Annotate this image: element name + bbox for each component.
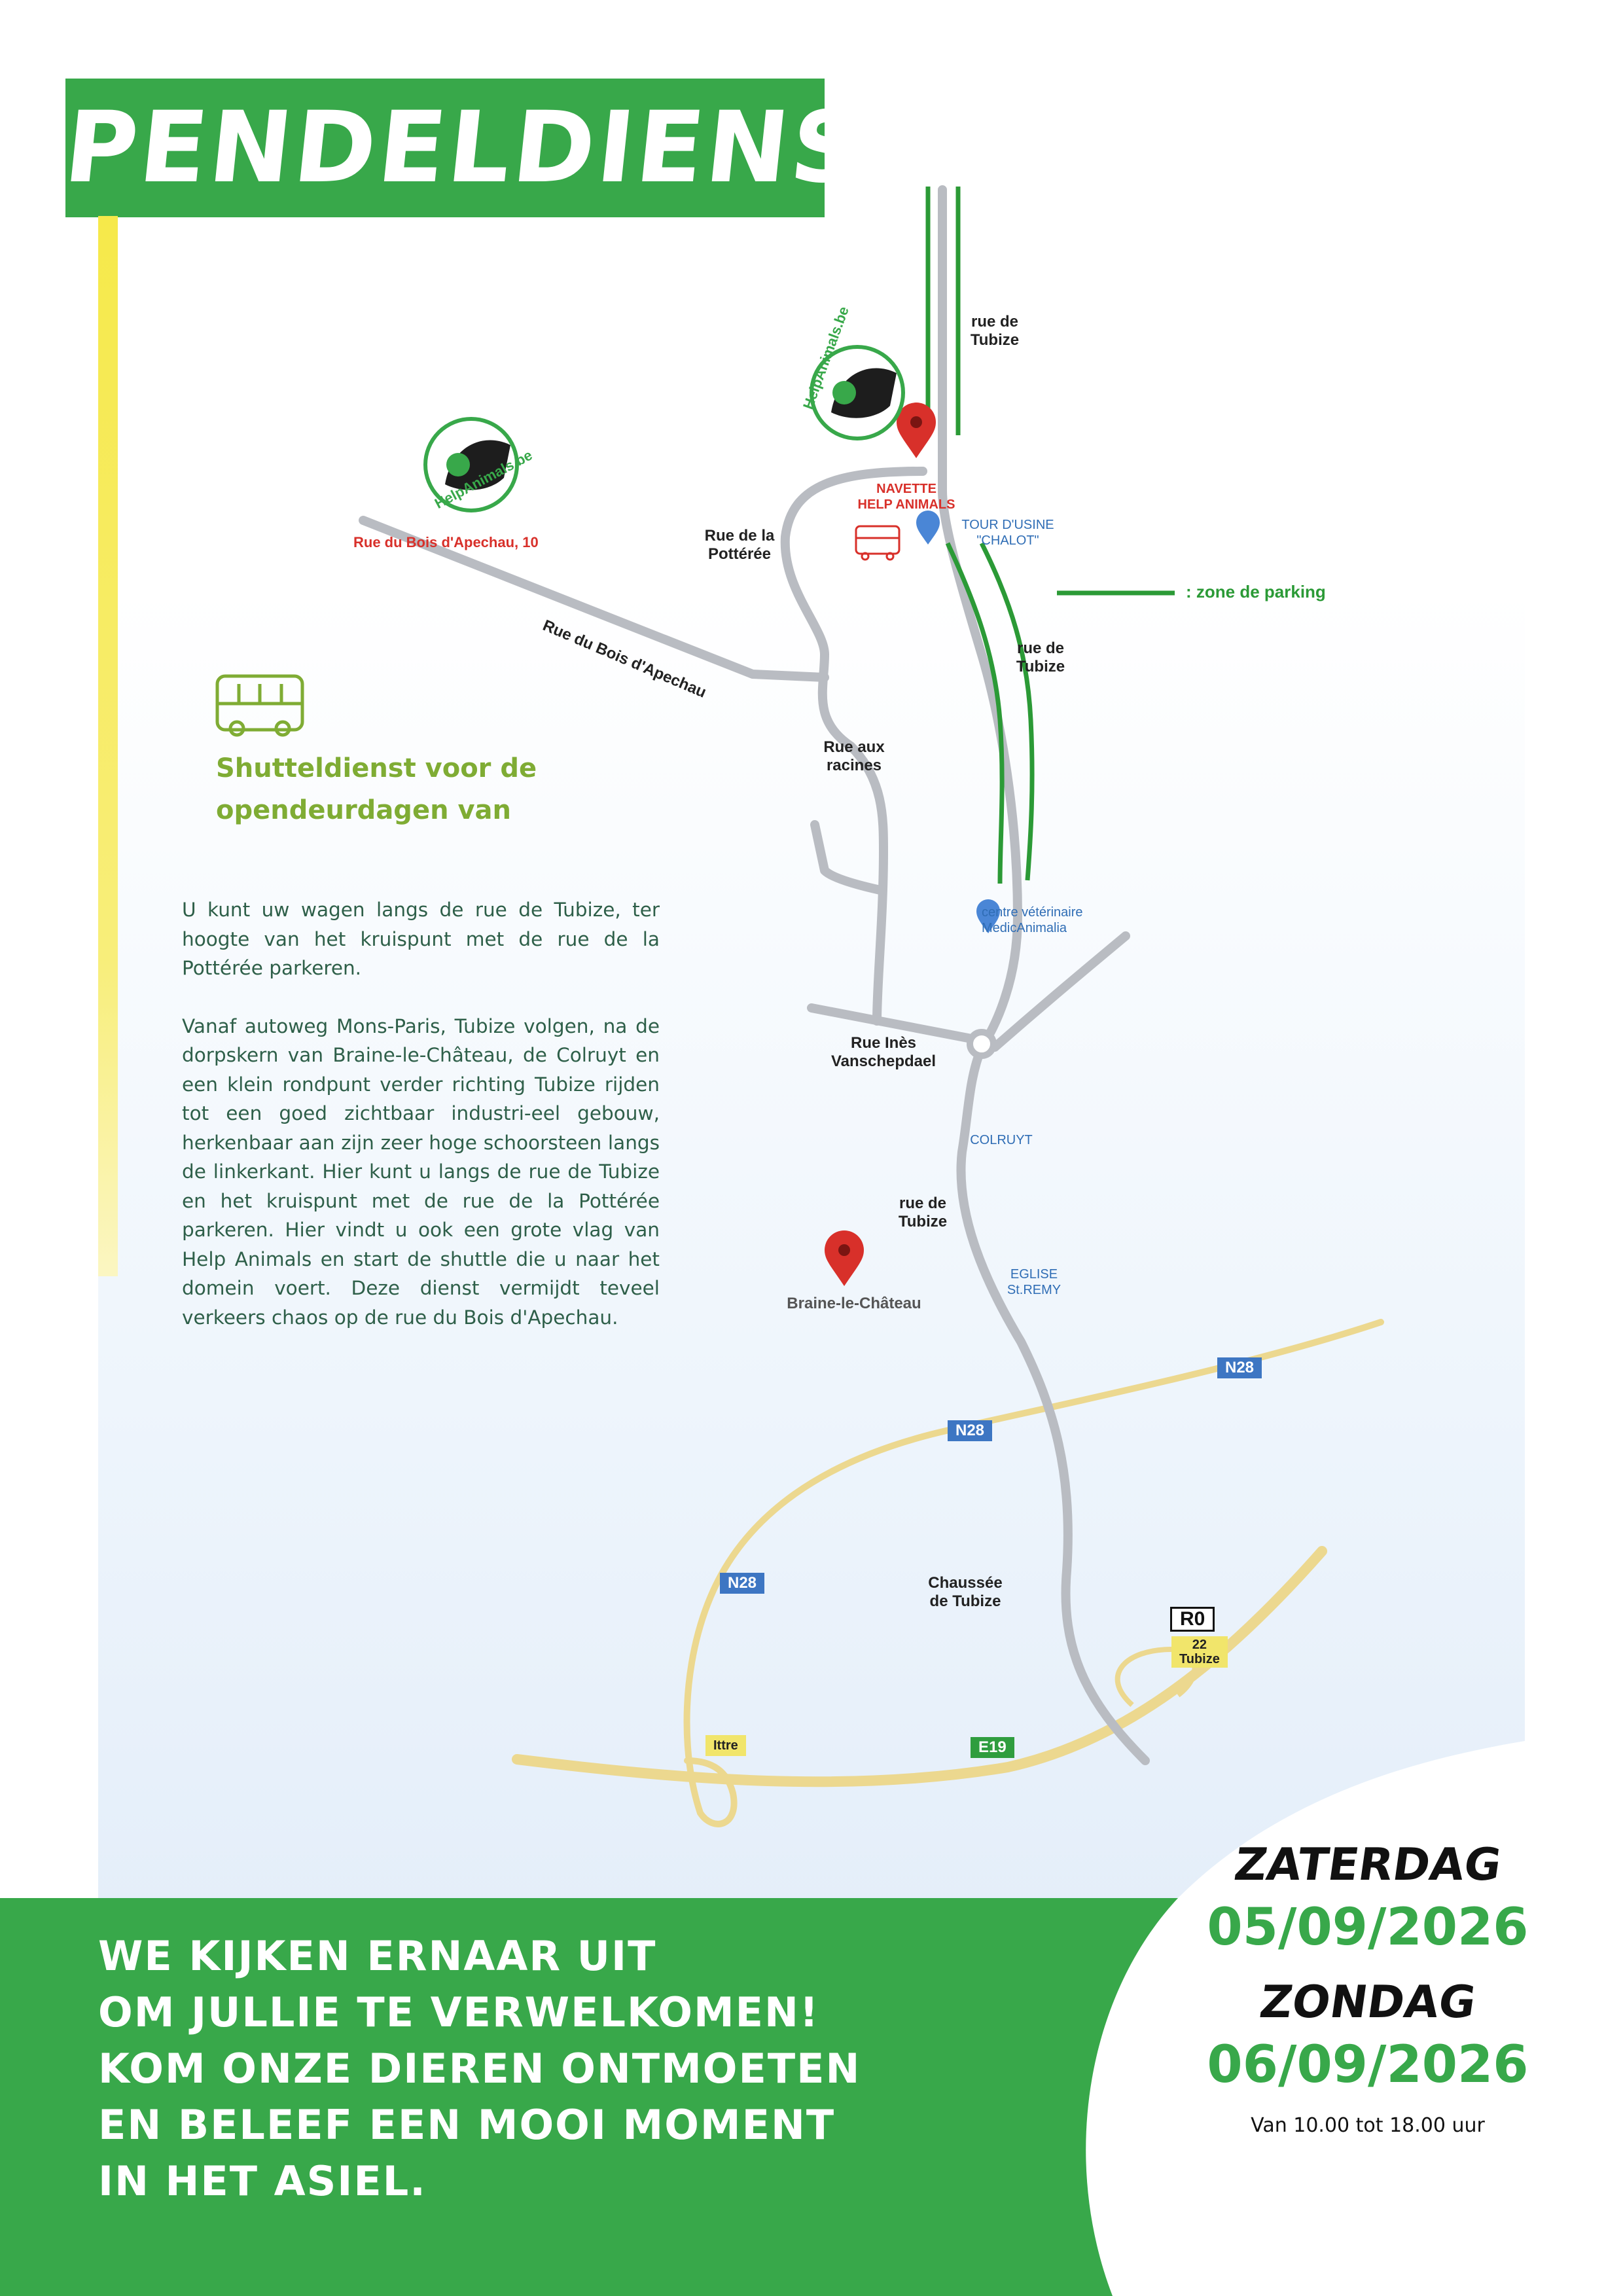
braine-label: Braine-le-Château (787, 1295, 921, 1312)
accent-bar (98, 216, 118, 1276)
tubize-label-mid: rue de Tubize (1016, 639, 1065, 675)
veterinaire-pin-icon (976, 899, 1000, 933)
navette-pin-icon (897, 403, 936, 458)
local-roads (359, 185, 1150, 1765)
racines-label: Rue aux racines (823, 738, 885, 774)
map-background (98, 589, 1525, 1931)
directions-paragraph: Vanaf autoweg Mons-Paris, Tubize volgen,… (182, 1014, 660, 1329)
directions-text: U kunt uw wagen langs de rue de Tubize, … (182, 895, 660, 1361)
welcome-line: KOM ONZE DIEREN ONTMOETEN (98, 2045, 861, 2092)
tubize-label-low: rue de Tubize (898, 1194, 948, 1230)
tour-label: TOUR D'USINE "CHALOT" (961, 518, 1054, 548)
date-saturday: 05/09/2026 (1207, 1898, 1529, 1957)
ines-label: Rue Inès Vanschepdael (830, 1034, 936, 1070)
rue-aux-racines-branch (810, 820, 885, 895)
shuttle-title: Shutteldienst voor de opendeurdagen van (216, 753, 537, 825)
welcome-line: IN HET ASIEL. (98, 2157, 427, 2205)
opening-hours: Van 10.00 tot 18.00 uur (1251, 2114, 1485, 2137)
navette-label: NAVETTE HELP ANIMALS (857, 482, 955, 512)
r0-badge: R0 (1170, 1607, 1215, 1632)
chaussee-label: Chaussée de Tubize (928, 1574, 1003, 1610)
tubize-label-top: rue de Tubize (970, 313, 1020, 349)
bus-icon (215, 674, 304, 737)
roundabout (967, 1029, 997, 1059)
parking-zones (925, 187, 1175, 884)
braine-pin-icon (825, 1230, 864, 1286)
title-banner (65, 79, 825, 217)
colruyt-label: COLRUYT (970, 1133, 1033, 1147)
rue-bois-apechau-road (359, 516, 829, 682)
animals-logo-icon (810, 345, 905, 440)
welcome-line: EN BELEEF EEN MOOI MOMENT (98, 2101, 836, 2149)
directions-paragraph: U kunt uw wagen langs de rue de Tubize, … (182, 899, 660, 979)
n28-badge: N28 (720, 1573, 765, 1594)
welcome-line: OM JULLIE TE VERWELKOMEN! (98, 1988, 820, 2036)
address-label: Rue du Bois d'Apechau, 10 (353, 534, 539, 550)
day-sunday: ZONDAG (1256, 1977, 1480, 2028)
ittre-badge: Ittre (705, 1735, 746, 1756)
day-saturday: ZATERDAG (1231, 1839, 1505, 1891)
welcome-line: WE KIJKEN ERNAAR UIT (98, 1932, 657, 1980)
exit-22-badge: 22 Tubize (1171, 1636, 1228, 1668)
junction-road (990, 931, 1130, 1052)
date-sunday: 06/09/2026 (1207, 2036, 1529, 2094)
veterinaire-label: centre vétérinaire MedicAnimalia (982, 905, 1083, 935)
welcome-message: WE KIJKEN ERNAAR UIT OM JULLIE TE VERWEL… (98, 1928, 1001, 2210)
rue-de-tubize-road (938, 185, 1150, 1765)
shuttle-bus-icon (855, 525, 901, 561)
n28-badge: N28 (1217, 1357, 1262, 1378)
animals-logo-icon-2 (423, 417, 519, 512)
tour-pin-icon (916, 511, 940, 545)
eglise-label: EGLISE St.REMY (1007, 1267, 1061, 1297)
exit-loop (1115, 1646, 1198, 1707)
rue-ines-road (807, 1003, 986, 1045)
e19-badge: E19 (971, 1737, 1014, 1758)
n28-badge: N28 (948, 1420, 993, 1441)
potteree-label: Rue de la Pottérée (704, 527, 775, 563)
parking-legend: : zone de parking (1186, 582, 1326, 601)
